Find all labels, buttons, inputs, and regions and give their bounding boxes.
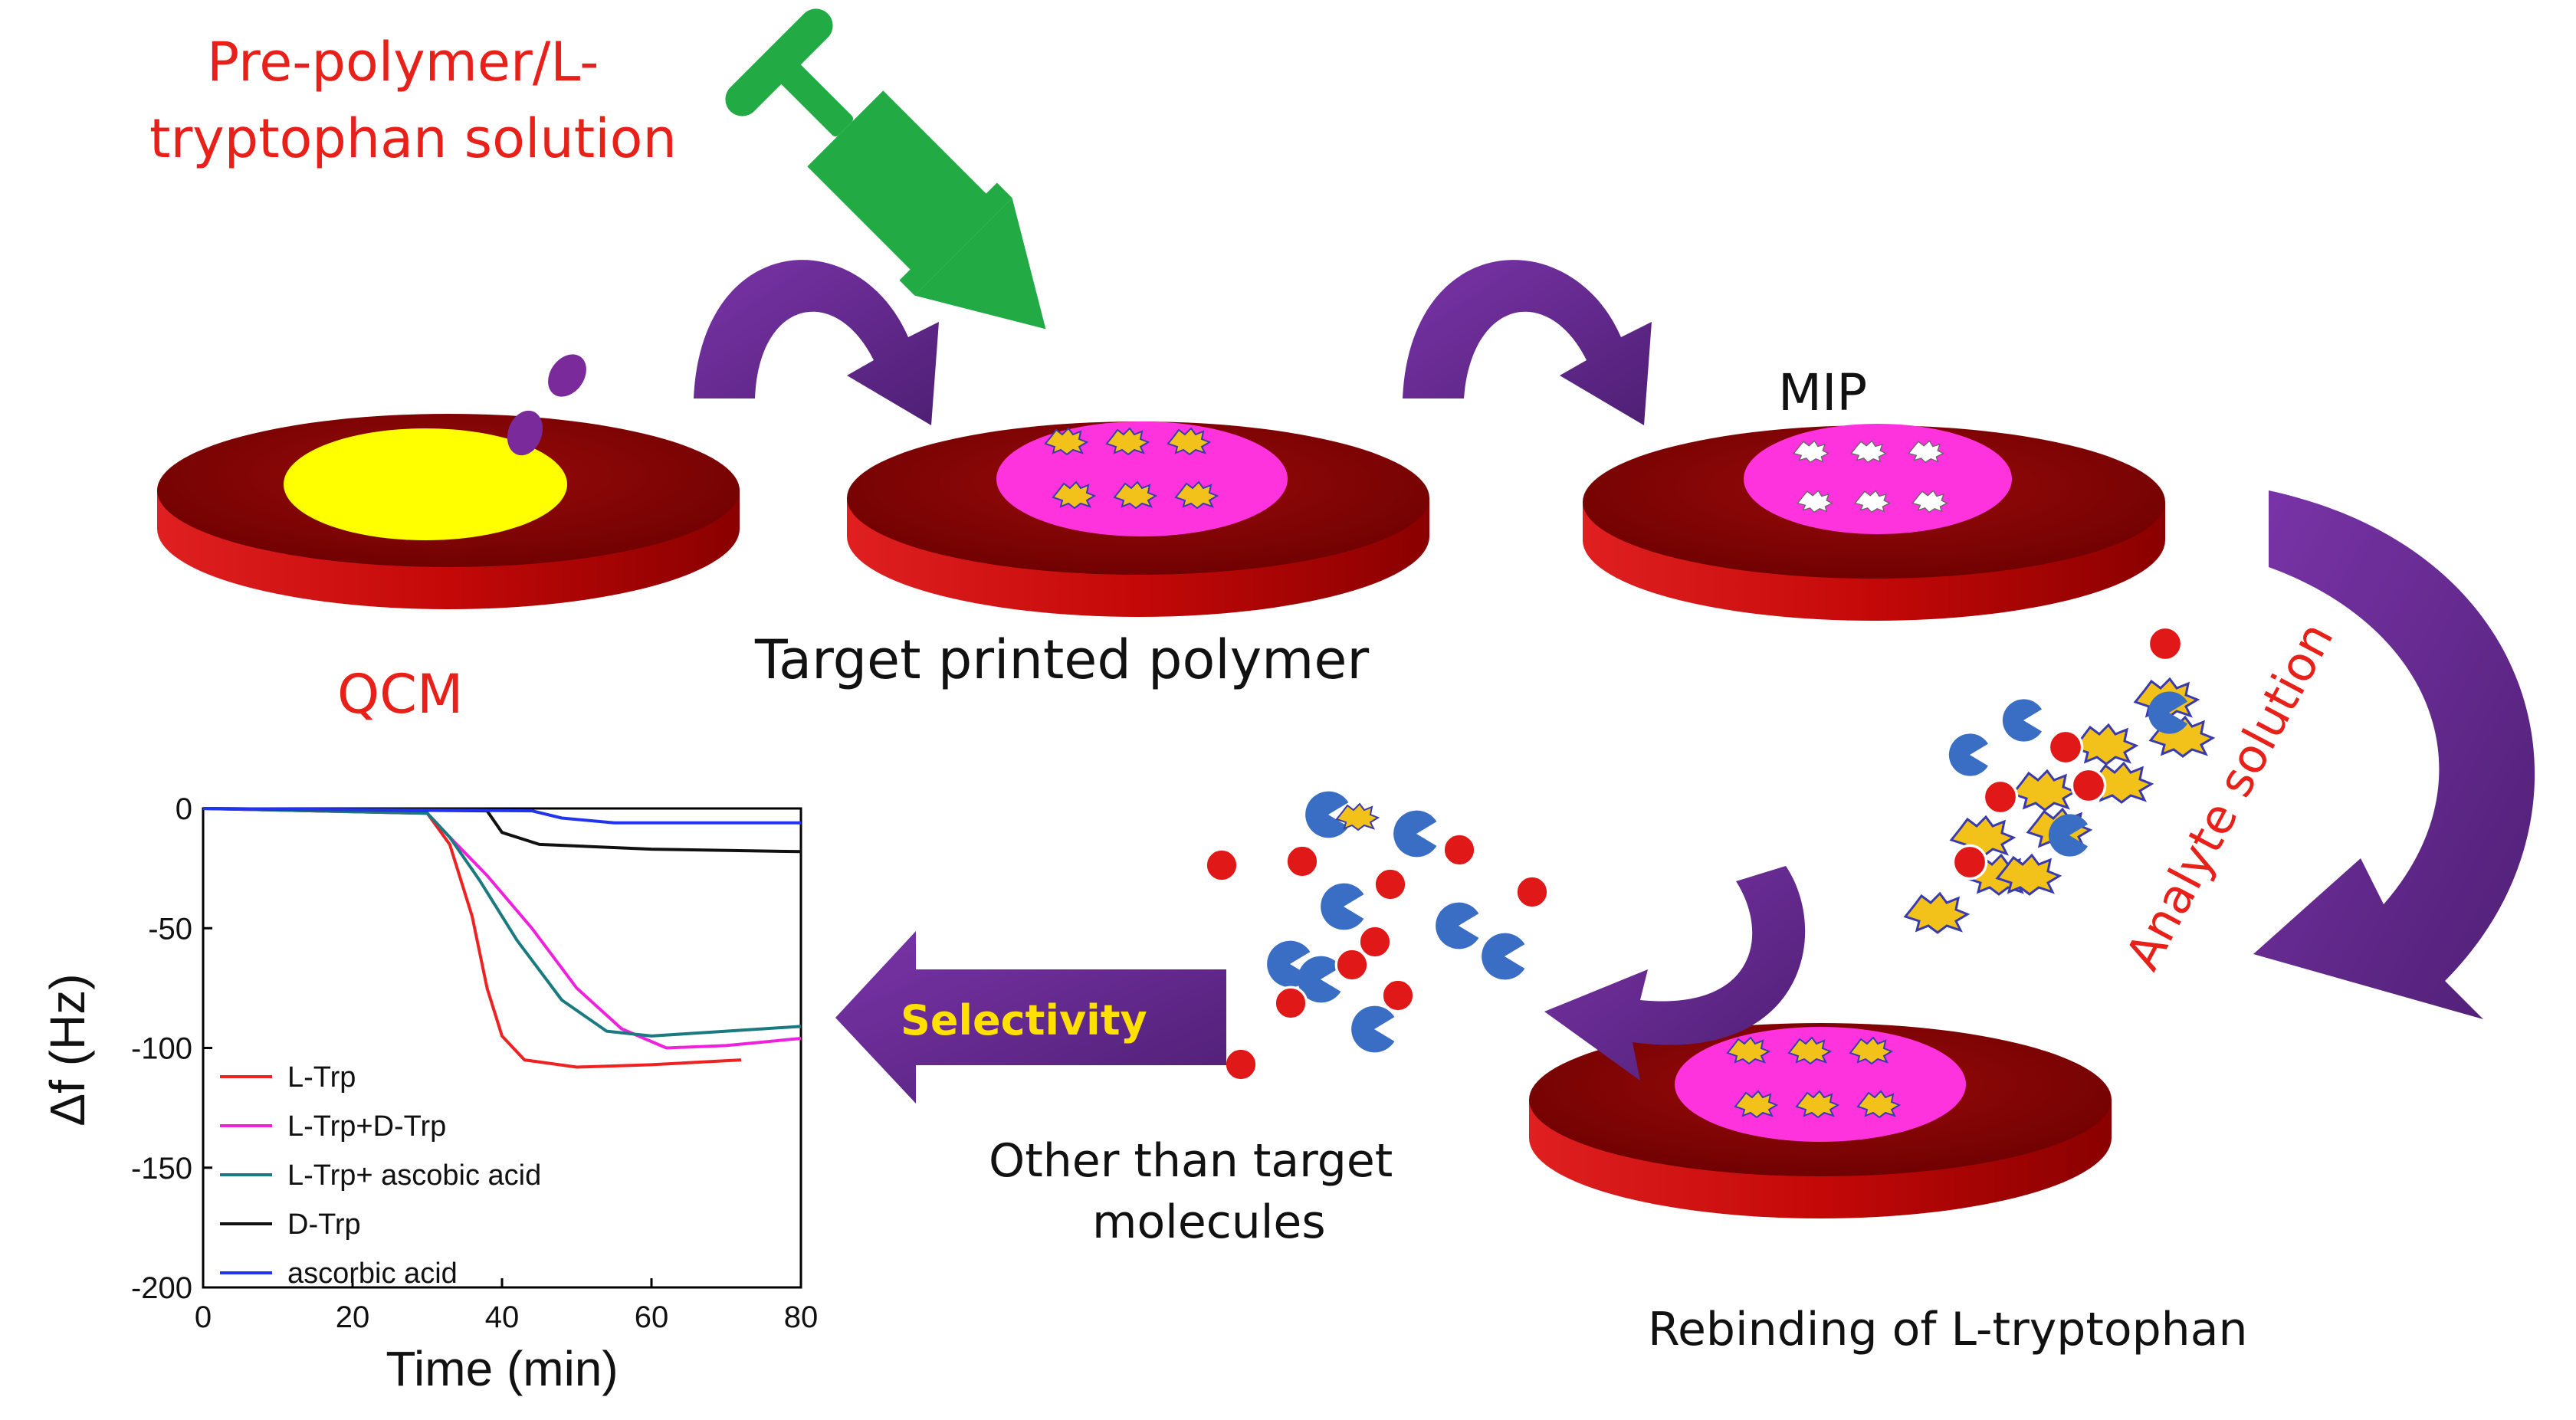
y-tick-label: -150: [131, 1152, 192, 1186]
y-tick-label: 0: [176, 792, 192, 826]
prepolymer-label-line2: tryptophan solution: [149, 107, 677, 170]
curved-arrow-icon: [1544, 866, 1806, 1081]
mip-film: [1744, 424, 2012, 534]
y-axis-label: Δf (Hz): [40, 973, 95, 1126]
other-molecules-label-line1: Other than target: [989, 1134, 1393, 1188]
curved-arrow-icon: [694, 260, 939, 425]
target-printed-label: Target printed polymer: [754, 628, 1369, 691]
x-tick-label: 20: [336, 1300, 370, 1334]
legend-entry: L-Trp: [287, 1061, 356, 1094]
y-tick-label: -200: [131, 1271, 192, 1305]
frequency-chart: 0 20 40 60 80 0 -50 -100 -150 -200 L-TrpL-Trp+D-…: [40, 792, 818, 1396]
legend-entry: L-Trp+ ascobic acid: [287, 1159, 541, 1192]
x-tick-label: 80: [784, 1300, 819, 1334]
series-line: [202, 807, 802, 1038]
droplets: [507, 354, 586, 456]
legend-entry: L-Trp+D-Trp: [287, 1110, 446, 1143]
y-tick-label: -100: [131, 1032, 192, 1066]
mip-label: MIP: [1778, 363, 1867, 422]
rebinding-label: Rebinding of L-tryptophan: [1648, 1303, 2248, 1356]
rebinding-disk: [1529, 1023, 2112, 1218]
x-axis-label: Time (min): [386, 1341, 618, 1396]
curved-arrow-icon: [2253, 490, 2535, 1019]
mip-disk: [1583, 424, 2165, 621]
selectivity-label: Selectivity: [901, 996, 1147, 1045]
gold-electrode: [284, 428, 567, 540]
legend-entry: ascorbic acid: [287, 1258, 458, 1290]
other-molecules-label-line2: molecules: [1092, 1195, 1326, 1249]
legend-entry: D-Trp: [287, 1208, 361, 1241]
prepolymer-label-line1: Pre-polymer/L-: [207, 31, 599, 93]
curved-arrow-icon: [1403, 260, 1652, 425]
x-tick-label: 40: [485, 1300, 520, 1334]
printed-polymer-disk: [847, 421, 1429, 617]
syringe-icon: [725, 8, 1046, 330]
x-tick-label: 0: [195, 1300, 212, 1334]
polymer-film: [996, 421, 1288, 536]
qcm-disk: [157, 414, 740, 609]
y-tick-label: -50: [148, 912, 192, 946]
interferent-molecule-icon: [1204, 791, 1550, 1082]
series-line: [202, 807, 801, 825]
selectivity-arrow: Selectivity: [835, 931, 1226, 1104]
qcm-label: QCM: [337, 663, 463, 726]
series-line: [202, 807, 742, 1069]
x-tick-label: 60: [635, 1300, 669, 1334]
